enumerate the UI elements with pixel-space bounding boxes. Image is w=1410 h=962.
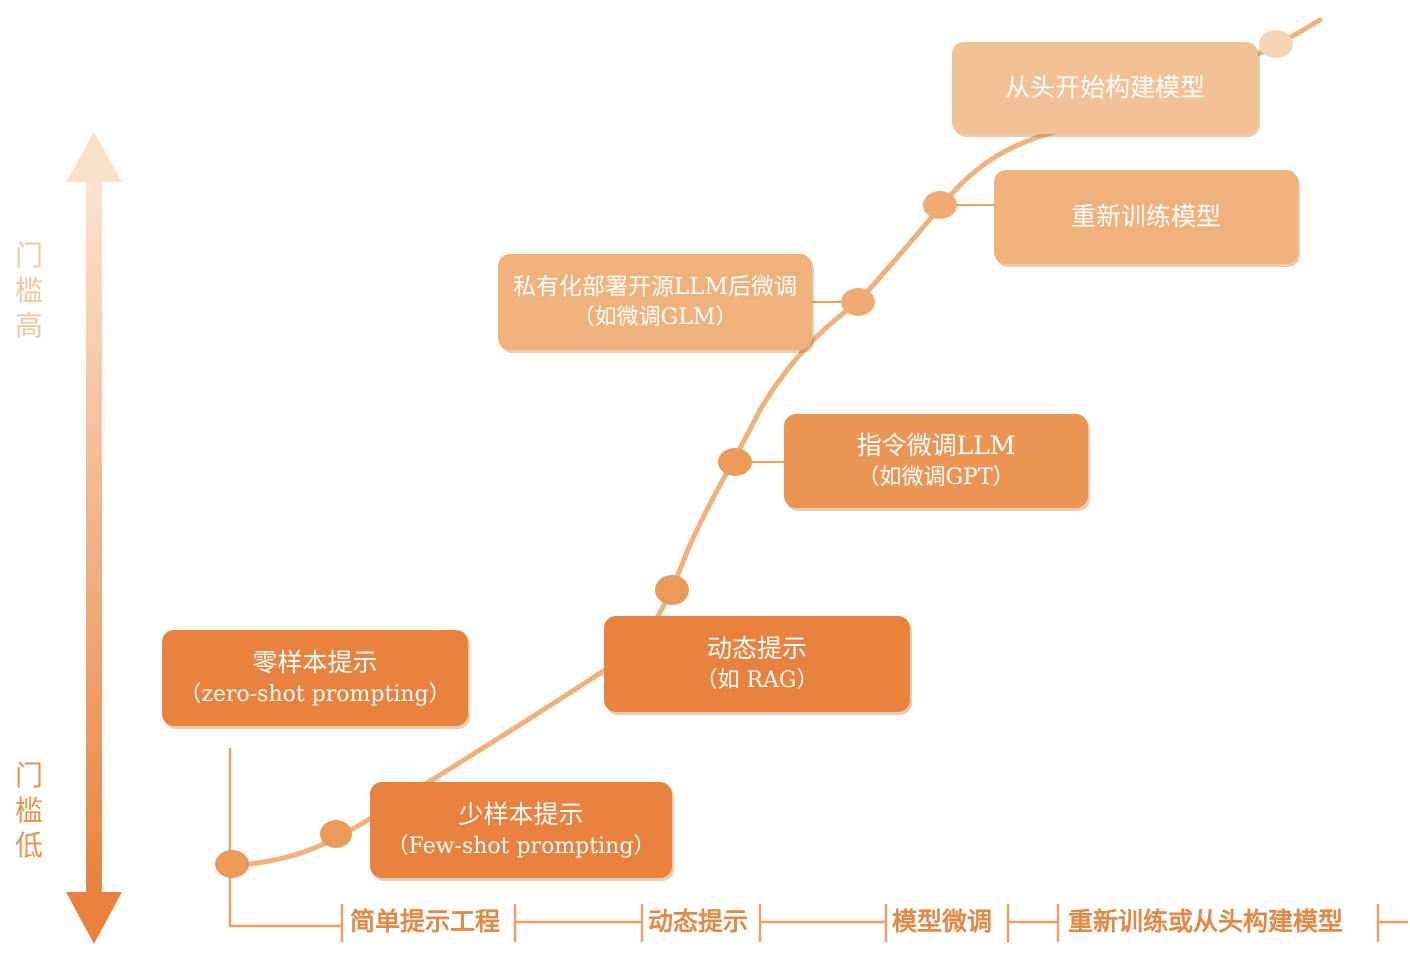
box-instruct-title: 指令微调LLM — [856, 431, 1016, 461]
box-dynamic: 动态提示 （如 RAG） — [604, 616, 910, 712]
box-dynamic-title: 动态提示 — [706, 634, 807, 664]
box-zero-shot-title: 零样本提示 — [252, 648, 378, 678]
threshold-low-char-2: 槛 — [14, 794, 43, 827]
dot-instruct — [718, 448, 752, 476]
box-instruct-subtitle: （如微调GPT） — [857, 465, 1015, 491]
baseline-bracket — [228, 748, 342, 928]
box-scratch-title: 从头开始构建模型 — [1004, 73, 1205, 103]
threshold-high-char-1: 门 — [14, 239, 43, 272]
box-scratch: 从头开始构建模型 — [952, 42, 1258, 134]
stage-axis — [340, 904, 1408, 942]
threshold-high-char-3: 高 — [14, 309, 43, 342]
dot-scratch — [1259, 30, 1293, 58]
box-private: 私有化部署开源LLM后微调 （如微调GLM） — [498, 254, 812, 350]
box-private-subtitle: （如微调GLM） — [572, 304, 738, 330]
threshold-low-label: 门 槛 低 — [12, 758, 46, 863]
stage-label-retrain-or-build: 重新训练或从头构建模型 — [1068, 907, 1344, 936]
dot-dynamic — [655, 575, 689, 605]
box-dynamic-subtitle: （如 RAG） — [695, 668, 819, 694]
milestone-dots — [215, 30, 1293, 878]
threshold-low-char-3: 低 — [14, 829, 43, 862]
threshold-high-char-2: 槛 — [14, 274, 43, 307]
dot-retrain — [923, 191, 957, 219]
threshold-low-char-1: 门 — [14, 759, 43, 792]
box-zero-shot-subtitle: （zero-shot prompting） — [179, 682, 451, 708]
threshold-high-label: 门 槛 高 — [12, 238, 46, 343]
box-zero-shot: 零样本提示 （zero-shot prompting） — [162, 630, 468, 726]
box-retrain: 重新训练模型 — [994, 170, 1298, 264]
box-private-title: 私有化部署开源LLM后微调 — [512, 273, 798, 300]
stage-label-fine-tuning: 模型微调 — [892, 907, 993, 936]
stage-label-simple-prompting: 简单提示工程 — [350, 907, 501, 936]
dot-private — [841, 288, 875, 316]
stage-label-dynamic-prompting: 动态提示 — [648, 907, 749, 936]
box-few-shot: 少样本提示 （Few-shot prompting） — [370, 782, 672, 878]
dot-zero-shot — [215, 850, 249, 878]
box-few-shot-title: 少样本提示 — [458, 800, 584, 830]
box-retrain-title: 重新训练模型 — [1070, 202, 1221, 232]
box-instruct: 指令微调LLM （如微调GPT） — [784, 414, 1088, 508]
threshold-axis-arrow — [66, 132, 122, 944]
box-few-shot-subtitle: （Few-shot prompting） — [386, 834, 656, 860]
dot-few-shot — [320, 820, 352, 848]
